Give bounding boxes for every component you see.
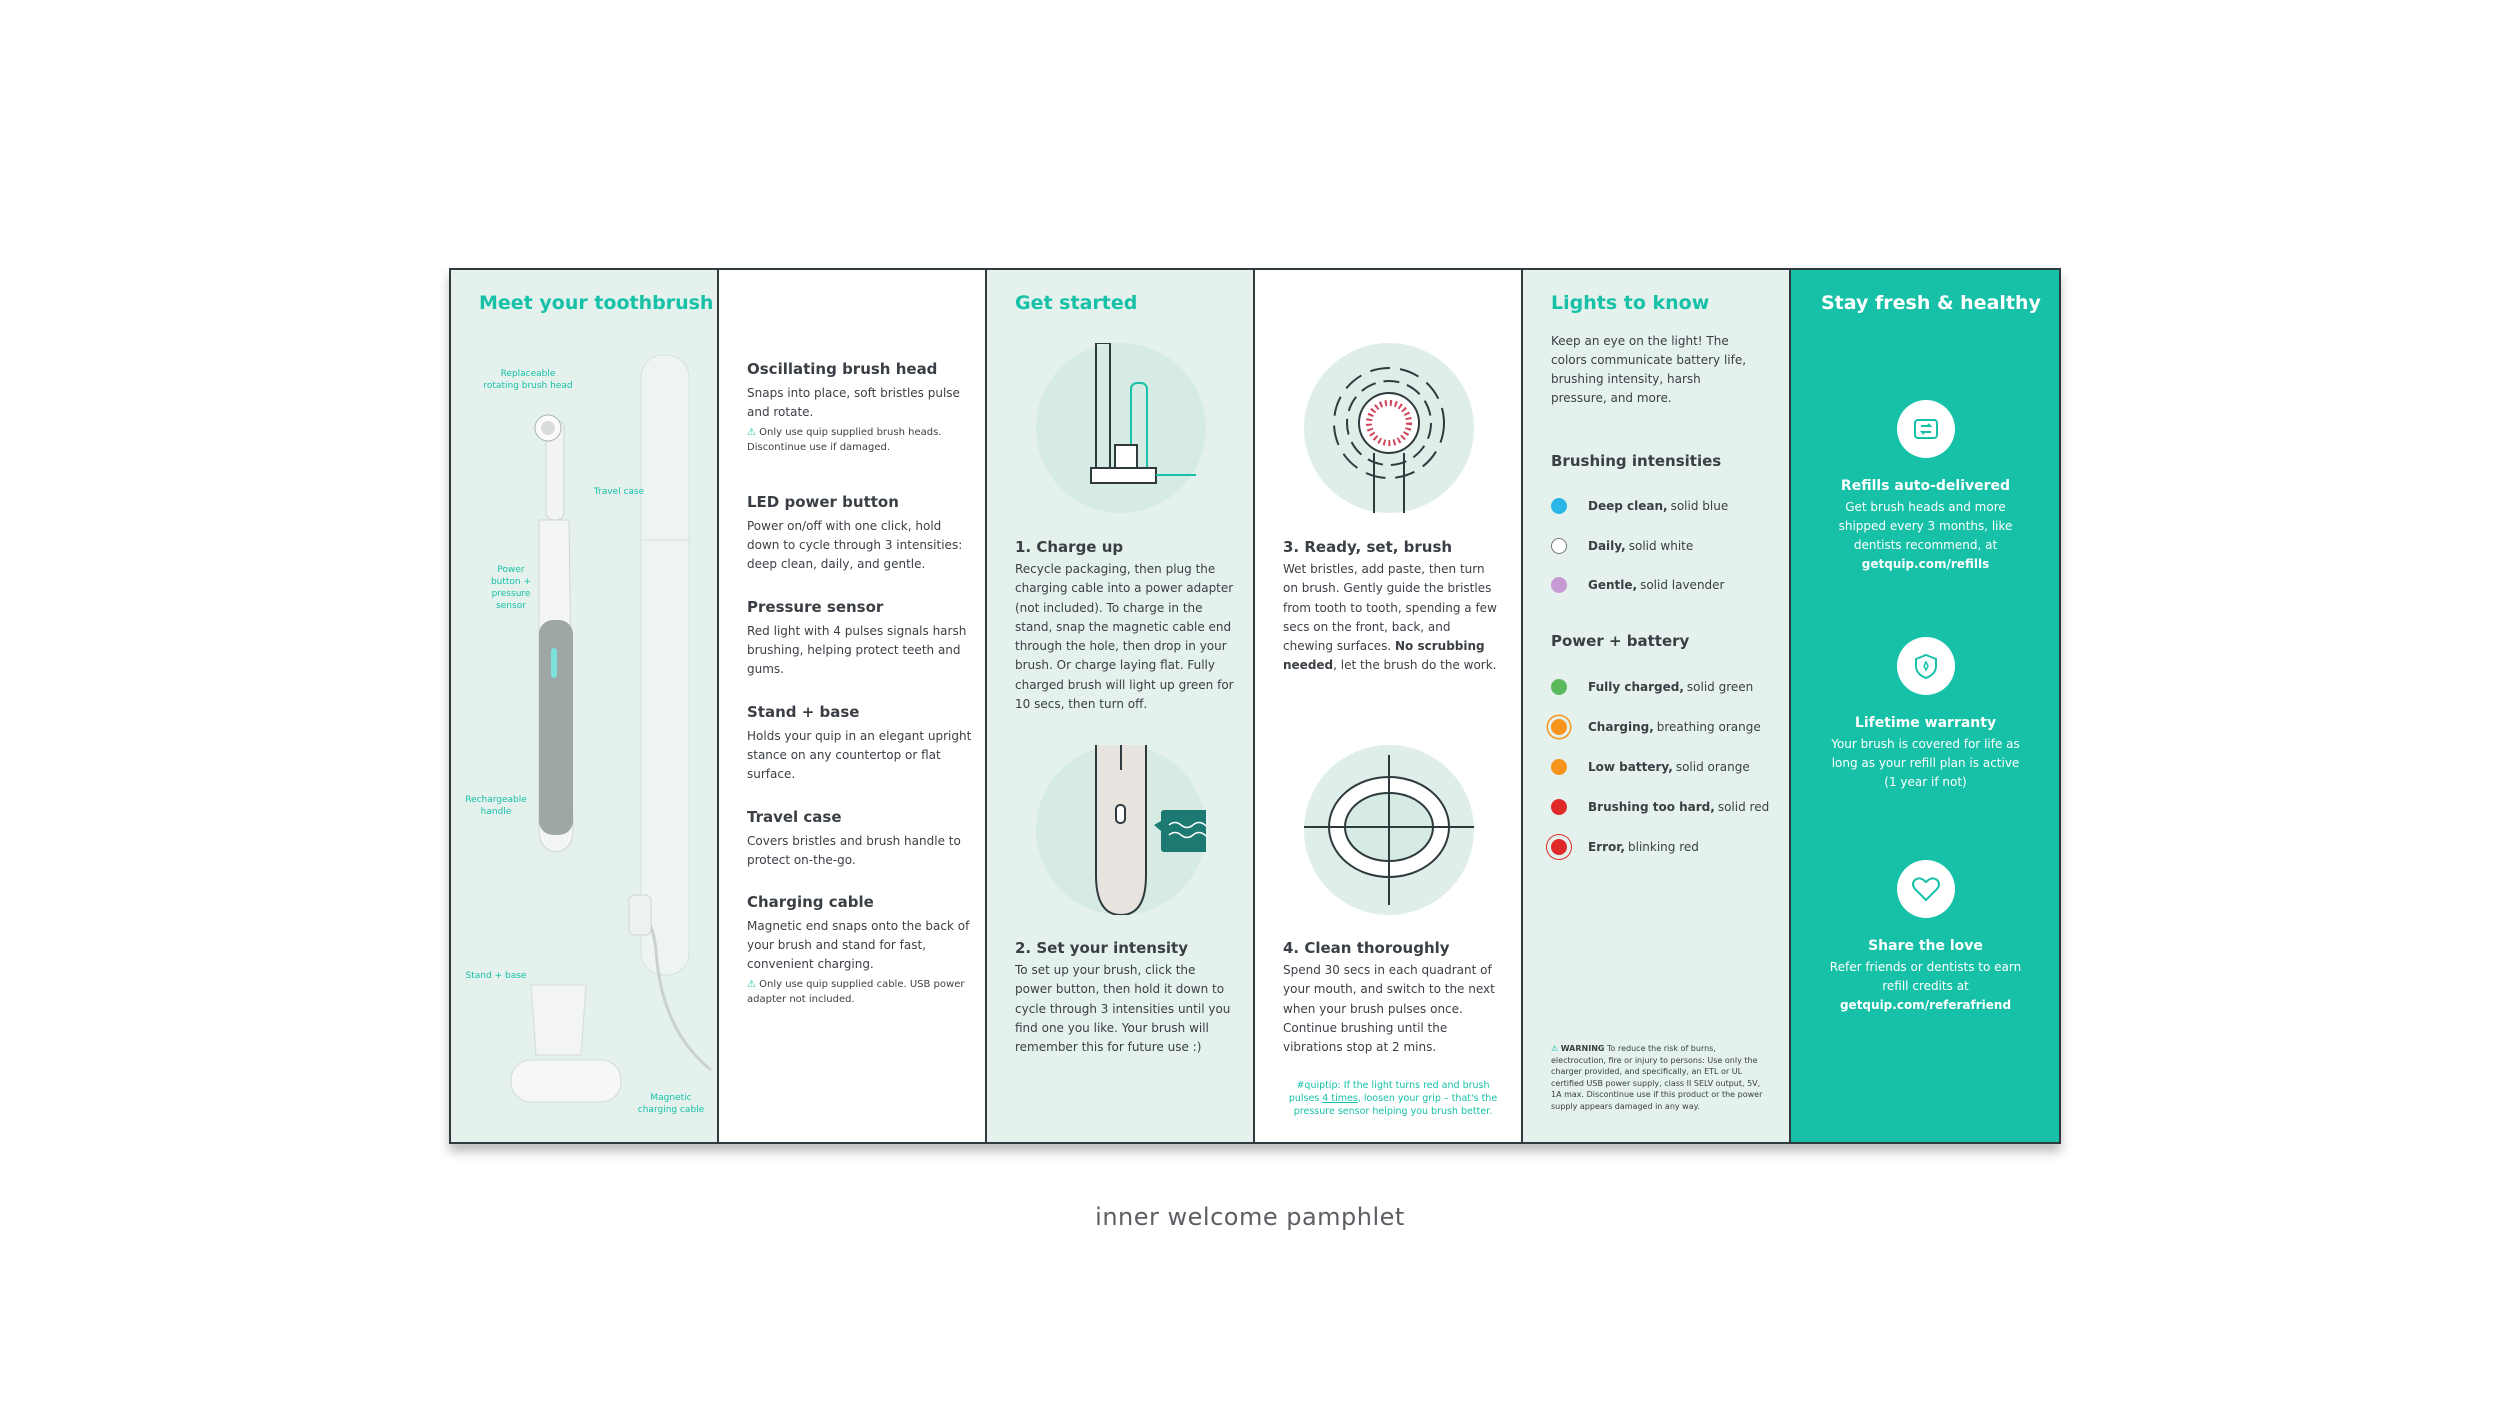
panel-features: Oscillating brush head Snaps into place,… bbox=[719, 270, 987, 1142]
lights-intro: Keep an eye on the light! The colors com… bbox=[1551, 334, 1747, 405]
feature-travel-case: Travel case Covers bristles and brush ha… bbox=[747, 808, 972, 870]
feature-text: Red light with 4 pulses signals harsh br… bbox=[747, 624, 967, 676]
benefit-title: Share the love bbox=[1868, 938, 1983, 954]
heart-icon bbox=[1896, 860, 1955, 918]
feature-text: Covers bristles and brush handle to prot… bbox=[747, 834, 961, 867]
light-dot-icon bbox=[1551, 759, 1567, 775]
get-started-title: Get started bbox=[1015, 292, 1138, 314]
feature-brush-head: Oscillating brush head Snaps into place,… bbox=[747, 360, 972, 455]
benefit-text: Get brush heads and more shipped every 3… bbox=[1838, 500, 2013, 571]
panel-steps-continued: 3. Ready, set, brush Wet bristles, add p… bbox=[1255, 270, 1523, 1142]
charge-illustration bbox=[1036, 342, 1206, 513]
mouth-illustration bbox=[1304, 745, 1474, 915]
feature-note: ⚠ Only use quip supplied brush heads. Di… bbox=[747, 427, 942, 453]
benefit-text: Refer friends or dentists to earn refill… bbox=[1829, 960, 2022, 1012]
brush-head-pulse-icon bbox=[1333, 367, 1445, 513]
led-too-hard: Brushing too hard,solid red bbox=[1551, 797, 1769, 817]
light-dot-icon bbox=[1551, 498, 1567, 514]
refer-link[interactable]: getquip.com/referafriend bbox=[1839, 998, 2012, 1012]
safety-warning: ⚠ WARNING To reduce the risk of burns, e… bbox=[1551, 1044, 1763, 1111]
charging-stand-icon bbox=[1090, 342, 1196, 484]
step-title: 2. Set your intensity bbox=[1015, 939, 1188, 957]
benefit-text: Your brush is covered for life as long a… bbox=[1831, 737, 2020, 789]
light-dot-blinking-icon bbox=[1551, 839, 1567, 855]
led-deep-clean: Deep clean,solid blue bbox=[1551, 496, 1728, 516]
light-dot-icon bbox=[1551, 577, 1567, 593]
feature-title: Stand + base bbox=[747, 703, 860, 721]
panel-lights: Lights to know Keep an eye on the light!… bbox=[1523, 270, 1791, 1142]
step-text: Spend 30 secs in each quadrant of your m… bbox=[1283, 963, 1495, 1055]
feature-led-button: LED power button Power on/off with one c… bbox=[747, 493, 972, 574]
led-fully-charged: Fully charged,solid green bbox=[1551, 677, 1753, 697]
quip-tip: #quiptip: If the light turns red and bru… bbox=[1288, 1080, 1498, 1117]
brush-illustration bbox=[1304, 343, 1474, 513]
feature-cable: Charging cable Magnetic end snaps onto t… bbox=[747, 893, 972, 1007]
benefit-title: Lifetime warranty bbox=[1854, 715, 1997, 731]
led-gentle: Gentle,solid lavender bbox=[1551, 575, 1724, 595]
light-dot-icon bbox=[1551, 799, 1567, 815]
benefit-refills: Refills auto-delivered Get brush heads a… bbox=[1791, 400, 2059, 574]
fresh-title: Stay fresh & healthy bbox=[1821, 292, 2041, 314]
panel-fresh: Stay fresh & healthy Refills auto-delive… bbox=[1791, 270, 2059, 1142]
benefit-share: Share the love Refer friends or dentists… bbox=[1791, 860, 2059, 1015]
pamphlet: Meet your toothbrush Replaceable rotatin… bbox=[449, 268, 2061, 1144]
step-clean-thoroughly: 4. Clean thoroughly Spend 30 secs in eac… bbox=[1283, 939, 1503, 1057]
shield-icon bbox=[1896, 637, 1955, 695]
feature-title: Pressure sensor bbox=[747, 598, 884, 616]
brush-handle-icon bbox=[1095, 745, 1223, 917]
led-daily: Daily,solid white bbox=[1551, 536, 1693, 556]
light-dot-icon bbox=[1551, 679, 1567, 695]
light-dot-breathing-icon bbox=[1551, 719, 1567, 735]
feature-text: Power on/off with one click, hold down t… bbox=[747, 519, 963, 571]
intensity-illustration bbox=[1036, 745, 1223, 917]
benefit-title: Refills auto-delivered bbox=[1840, 478, 2011, 494]
feature-text: Snaps into place, soft bristles pulse an… bbox=[747, 386, 960, 419]
feature-title: Travel case bbox=[747, 808, 842, 826]
label-handle: Rechargeable handle bbox=[465, 795, 527, 817]
feature-title: Charging cable bbox=[747, 893, 874, 911]
step-text: Recycle packaging, then plug the chargin… bbox=[1015, 562, 1234, 712]
feature-stand: Stand + base Holds your quip in an elega… bbox=[747, 703, 972, 784]
feature-title: LED power button bbox=[747, 493, 899, 511]
step-title: 3. Ready, set, brush bbox=[1283, 538, 1453, 556]
step-title: 4. Clean thoroughly bbox=[1283, 939, 1450, 957]
mouth-quadrants-icon bbox=[1304, 755, 1474, 905]
warning-icon: ⚠ bbox=[747, 979, 756, 990]
page-caption: inner welcome pamphlet bbox=[1095, 1203, 1405, 1231]
battery-heading: Power + battery bbox=[1551, 632, 1690, 650]
label-power-button: Power button + pressure sensor bbox=[490, 565, 532, 611]
feature-note: ⚠ Only use quip supplied cable. USB powe… bbox=[747, 979, 965, 1005]
intensities-heading: Brushing intensities bbox=[1551, 452, 1722, 470]
benefit-warranty: Lifetime warranty Your brush is covered … bbox=[1791, 637, 2059, 792]
warning-icon: ⚠ bbox=[747, 427, 756, 438]
label-brush-head: Replaceable rotating brush head bbox=[483, 369, 573, 391]
step-charge-up: 1. Charge up Recycle packaging, then plu… bbox=[1015, 538, 1235, 714]
feature-pressure-sensor: Pressure sensor Red light with 4 pulses … bbox=[747, 598, 972, 679]
feature-text: Magnetic end snaps onto the back of your… bbox=[747, 919, 970, 971]
refill-box-icon bbox=[1896, 400, 1955, 458]
lights-title: Lights to know bbox=[1551, 292, 1710, 314]
led-low-battery: Low battery,solid orange bbox=[1551, 757, 1750, 777]
step-set-intensity: 2. Set your intensity To set up your bru… bbox=[1015, 939, 1235, 1057]
panel-get-started: Get started 1. Charge up Recycle packagi… bbox=[987, 270, 1255, 1142]
panel-meet: Meet your toothbrush Replaceable rotatin… bbox=[451, 270, 719, 1142]
feature-title: Oscillating brush head bbox=[747, 360, 938, 378]
led-error: Error,blinking red bbox=[1551, 837, 1699, 857]
feature-text: Holds your quip in an elegant upright st… bbox=[747, 729, 972, 781]
step-ready-set-brush: 3. Ready, set, brush Wet bristles, add p… bbox=[1283, 538, 1503, 676]
step-text: Wet bristles, add paste, then turn on br… bbox=[1283, 562, 1497, 673]
led-charging: Charging,breathing orange bbox=[1551, 717, 1761, 737]
toothbrush-illustration bbox=[510, 354, 712, 1103]
label-cable: Magnetic charging cable bbox=[637, 1093, 705, 1115]
warning-icon: ⚠ bbox=[1551, 1044, 1559, 1053]
light-dot-icon bbox=[1551, 538, 1567, 554]
meet-title: Meet your toothbrush bbox=[479, 292, 714, 314]
label-travel-case: Travel case bbox=[593, 487, 645, 497]
step-title: 1. Charge up bbox=[1015, 538, 1124, 556]
refills-link[interactable]: getquip.com/refills bbox=[1861, 557, 1990, 571]
label-stand: Stand + base bbox=[465, 971, 527, 981]
step-text: To set up your brush, click the power bu… bbox=[1015, 963, 1231, 1055]
